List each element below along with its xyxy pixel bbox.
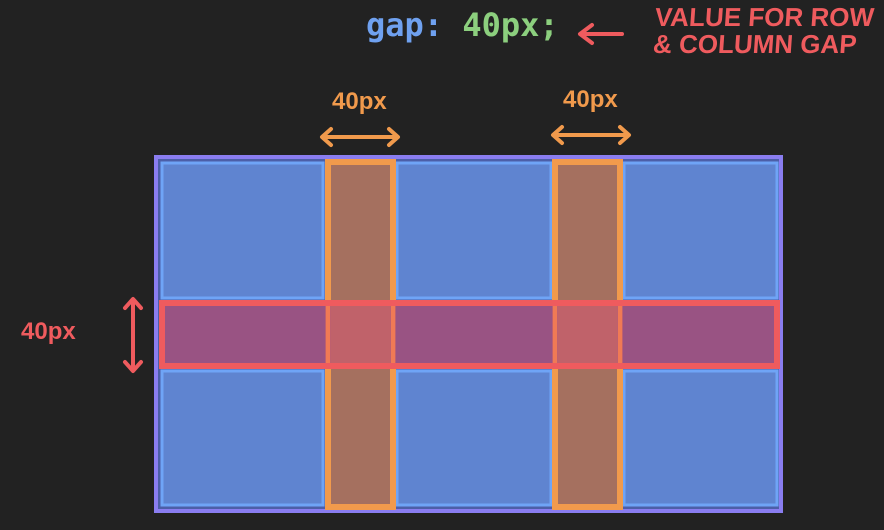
code-snippet: gap: 40px; xyxy=(366,6,559,44)
code-value: 40px; xyxy=(462,6,559,44)
grid-cell xyxy=(160,369,325,507)
double-arrow-vertical-icon xyxy=(123,297,143,373)
grid-cell xyxy=(160,161,325,300)
grid-cell xyxy=(395,161,553,300)
grid-cell xyxy=(622,369,779,507)
grid-cell xyxy=(622,161,779,300)
grid-cells xyxy=(160,161,779,507)
arrow-left-icon xyxy=(578,23,624,45)
column-gap-label-1: 40px xyxy=(332,88,387,115)
row-gap-label: 40px xyxy=(21,318,76,345)
gap-intersection-2 xyxy=(558,306,617,363)
double-arrow-horizontal-icon xyxy=(551,125,631,145)
double-arrow-horizontal-icon xyxy=(320,127,400,147)
row-gap xyxy=(159,300,780,369)
code-property: gap: xyxy=(366,6,444,44)
column-gap-label-2: 40px xyxy=(563,86,618,113)
grid-cell xyxy=(395,369,553,507)
gap-intersection-1 xyxy=(331,306,390,363)
